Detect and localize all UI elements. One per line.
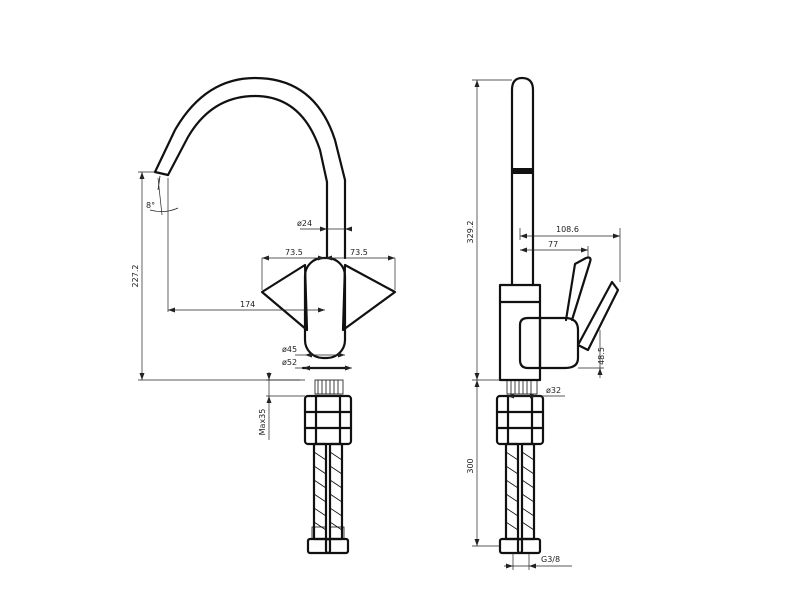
spout-tip <box>153 170 170 177</box>
dim-lever-right: 73.5 <box>350 248 368 257</box>
side-shank <box>506 379 538 395</box>
dim-spout-angle: 8° <box>146 201 155 210</box>
spout-inner <box>166 94 329 260</box>
dim-reach: 174 <box>240 300 255 309</box>
spout-column <box>510 76 535 287</box>
dim-flange-diameter: ø52 <box>282 358 297 367</box>
handle <box>564 256 592 322</box>
lever-body <box>303 256 347 360</box>
supply-hoses <box>306 442 350 555</box>
dim-body-reach: 77 <box>548 240 558 249</box>
threaded-shank <box>314 379 344 395</box>
dim-shank-diameter: ø32 <box>546 386 561 395</box>
front-view: 227.2 8° 174 ø24 73.5 73.5 ø45 <box>131 76 397 555</box>
aerator-line <box>157 175 161 191</box>
dim-handle-reach: 108.6 <box>556 225 579 234</box>
aerator <box>512 168 533 174</box>
spout-outer <box>153 76 347 260</box>
side-nut <box>495 394 545 446</box>
lever-left <box>260 263 309 332</box>
dim-max-thickness: Max35 <box>258 409 267 436</box>
side-view: 329.2 300 108.6 77 48.5 ø32 <box>466 76 621 570</box>
side-hoses <box>498 442 542 555</box>
dim-thread: G3/8 <box>541 555 560 564</box>
dim-lever-left: 73.5 <box>285 248 303 257</box>
dim-spout-diameter: ø24 <box>297 219 312 228</box>
dim-spout-height: 227.2 <box>131 265 140 288</box>
dim-hose-length: 300 <box>466 458 475 473</box>
dim-total-height: 329.2 <box>466 221 475 244</box>
lever-right <box>341 263 397 332</box>
handle-lever <box>576 280 620 352</box>
mixer-housing <box>518 316 580 370</box>
dim-base-diameter: ø45 <box>282 345 297 354</box>
mounting-nut <box>303 394 353 446</box>
dim-handle-height: 48.5 <box>597 347 606 365</box>
